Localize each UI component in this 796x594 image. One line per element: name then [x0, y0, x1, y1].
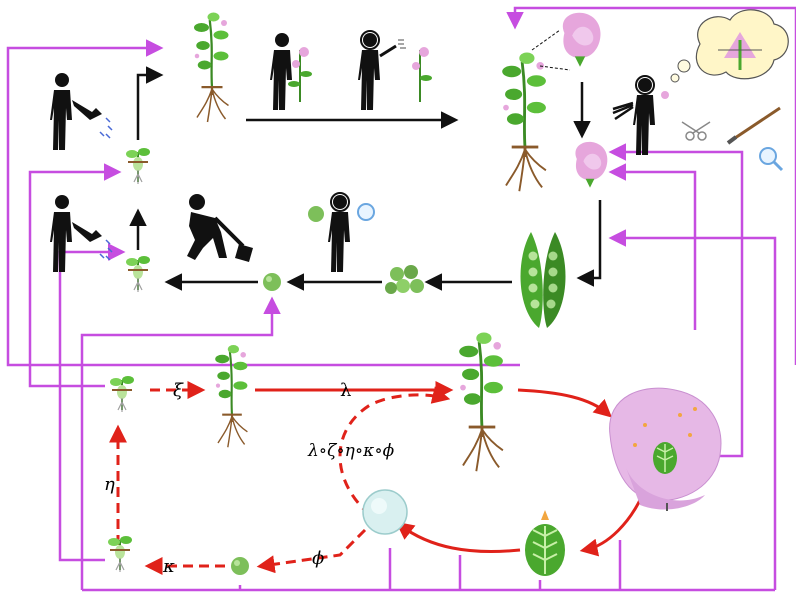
person-thinking-icon	[613, 76, 669, 155]
label-kappa: κ	[162, 556, 175, 577]
brush-icon	[728, 108, 780, 143]
pea-plant-icon	[502, 52, 546, 191]
label-eta: η	[104, 474, 115, 495]
seed-icon	[385, 265, 424, 294]
label-composite: λ∘ζ∘η∘κ∘ϕ	[307, 441, 395, 461]
person-pruning-icon	[270, 33, 312, 110]
person-spraying-icon	[358, 31, 432, 110]
magnifier-icon	[760, 148, 782, 170]
label-phi: ϕ	[312, 548, 324, 569]
person-watering-icon	[50, 195, 112, 272]
scissors-icon	[682, 122, 710, 140]
seed-icon	[363, 490, 407, 534]
label-xi: ξ	[173, 380, 184, 401]
seedling-icon	[126, 256, 150, 292]
pea-plant-icon	[215, 345, 247, 447]
person-digging-icon	[187, 194, 253, 262]
flower-icon	[563, 13, 601, 67]
seedling-icon	[126, 148, 150, 184]
seed-icon	[263, 273, 281, 291]
seed-icon	[231, 557, 249, 575]
person-watering-icon	[50, 73, 112, 150]
embryo-icon	[525, 510, 565, 576]
person-observing-icon	[308, 193, 374, 272]
seedling-icon	[110, 376, 134, 412]
thought-bubble	[671, 10, 788, 82]
embryo-icon	[653, 442, 677, 474]
pea-pod-icon	[521, 232, 566, 328]
pea-plant-icon	[194, 13, 229, 123]
flower-icon	[575, 142, 607, 188]
label-lambda: λ	[340, 380, 351, 401]
seedling-icon	[108, 536, 132, 572]
pea-plant-icon	[459, 333, 503, 472]
